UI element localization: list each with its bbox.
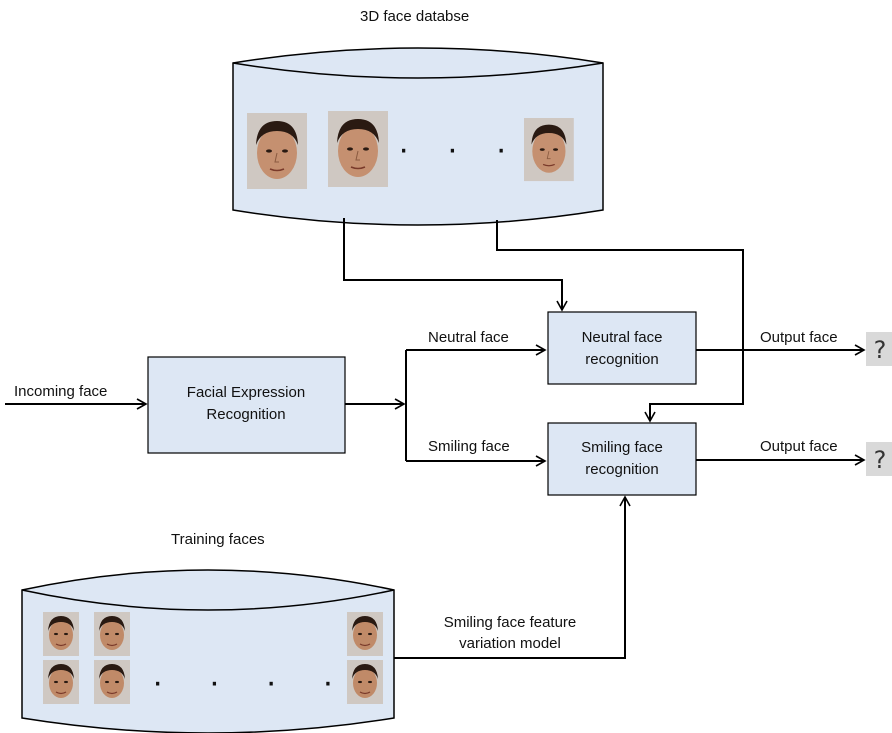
training-face-photo: [42, 611, 80, 657]
smiling-box-line2: recognition: [585, 461, 658, 478]
database-face-photo: [327, 110, 389, 188]
fer-box-line2: Recognition: [206, 406, 285, 423]
model-to-smiling-arrow: [394, 495, 631, 659]
training-face-photo: [346, 611, 384, 657]
database-ellipsis: · · ·: [398, 130, 521, 168]
neutral-box-line2: recognition: [585, 351, 658, 368]
training-ellipsis: · · · ·: [152, 663, 352, 701]
fer-box-line1: Facial Expression: [187, 384, 305, 401]
neutral-unknown-output-box: [866, 332, 892, 366]
neutral-box-line1: Neutral face: [582, 329, 663, 346]
model-label-line2: variation model: [459, 635, 561, 652]
smiling-branch-label: Smiling face: [428, 438, 510, 455]
database-to-neutral-arrow: [343, 218, 568, 312]
database-title: 3D face databse: [360, 8, 469, 25]
database-cylinder: [232, 47, 604, 226]
training-face-photo: [42, 659, 80, 705]
database-cylinder-top-edge: [232, 62, 604, 79]
smiling-unknown-output-box: [866, 442, 892, 476]
smiling-output-label: Output face: [760, 438, 838, 455]
neutral-recognition-box: [547, 311, 697, 385]
training-cylinder-top-edge: [21, 589, 395, 611]
training-face-photo: [93, 659, 131, 705]
training-face-photo: [346, 659, 384, 705]
incoming-face-label: Incoming face: [14, 383, 107, 400]
neutral-branch-label: Neutral face: [428, 329, 509, 346]
model-label-line1: Smiling face feature: [444, 614, 577, 631]
smiling-recognition-box: [547, 422, 697, 496]
training-title: Training faces: [171, 531, 265, 548]
neutral-output-label: Output face: [760, 329, 838, 346]
smiling-unknown-output-mark: ?: [874, 446, 887, 474]
database-face-photo: [523, 117, 575, 182]
database-face-photo: [246, 112, 308, 190]
training-face-photo: [93, 611, 131, 657]
neutral-unknown-output-mark: ?: [874, 336, 887, 364]
smiling-box-line1: Smiling face: [581, 439, 663, 456]
fer-box: [147, 356, 346, 454]
database-to-smiling-arrow: [496, 220, 744, 423]
